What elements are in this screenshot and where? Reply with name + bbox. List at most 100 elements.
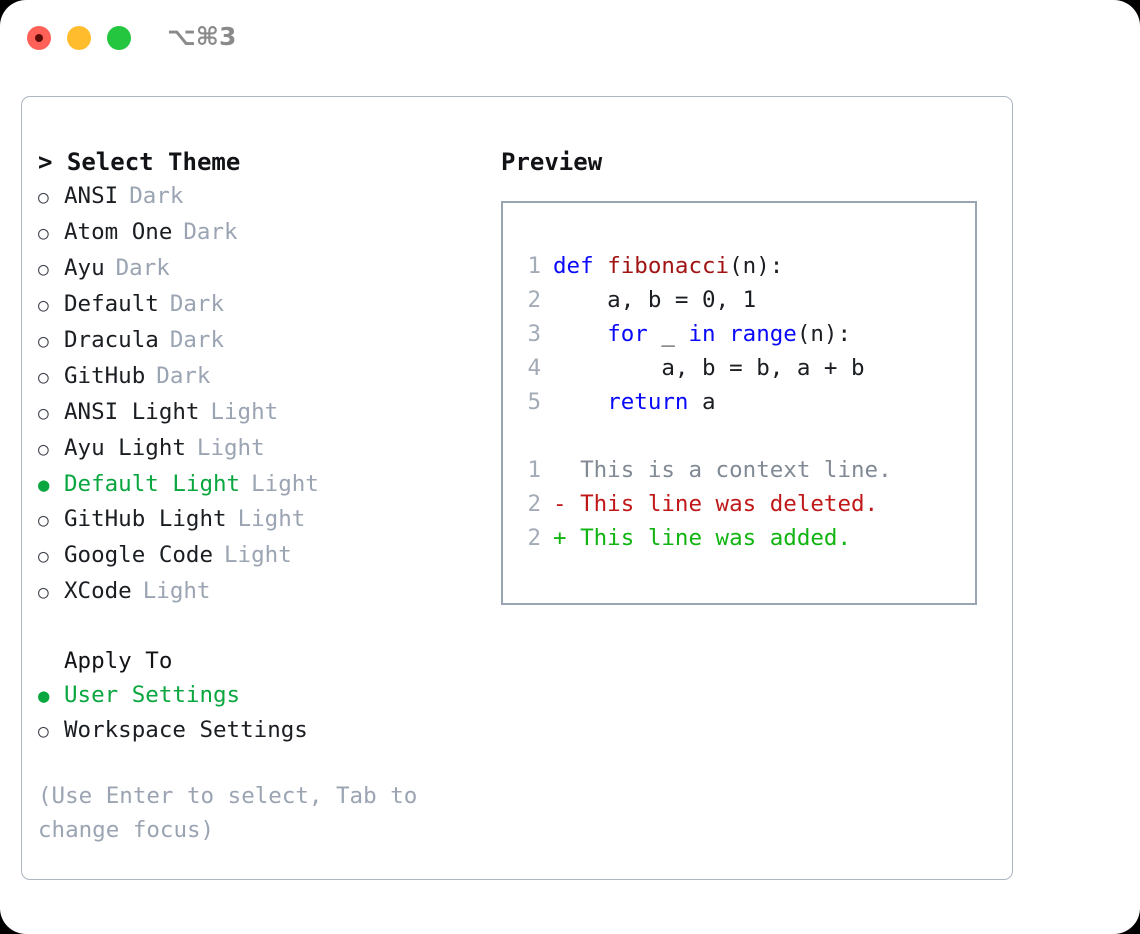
radio-unselected-icon: ○ xyxy=(38,582,49,603)
option-variant-badge: Light xyxy=(237,506,306,532)
option-label: Default xyxy=(64,291,159,317)
line-number: 1 xyxy=(527,457,541,483)
option-variant-badge: Light xyxy=(224,542,292,568)
code-line: 1 def fibonacci(n): xyxy=(519,249,892,283)
code-token: a xyxy=(688,389,716,415)
code-token: a, b = b, a + b xyxy=(553,355,865,381)
line-number: 2 xyxy=(527,287,541,313)
diff-text: This is a context line. xyxy=(553,457,892,483)
radio-unselected-icon: ○ xyxy=(38,187,49,208)
radio-unselected-icon: ○ xyxy=(38,439,49,460)
radio-unselected-icon: ○ xyxy=(38,721,49,742)
diff-block: 1 This is a context line. 2 - This line wa… xyxy=(519,453,892,555)
radio-unselected-icon: ○ xyxy=(38,546,49,567)
option-row[interactable]: ○ XCode Light xyxy=(38,574,488,610)
line-number: 4 xyxy=(527,355,541,381)
option-label: ANSI xyxy=(64,183,119,209)
option-label: User Settings xyxy=(64,682,241,708)
option-row[interactable]: ○ Workspace Settings xyxy=(38,713,488,749)
option-variant-badge: Dark xyxy=(129,183,184,209)
code-token: for xyxy=(607,321,648,347)
diff-line: 2 + This line was added. xyxy=(519,521,892,555)
option-label: Default Light xyxy=(64,471,241,497)
title-bar: ⌥⌘3 xyxy=(0,0,1140,78)
radio-unselected-icon: ○ xyxy=(38,403,49,424)
option-variant-badge: Light xyxy=(196,435,265,461)
option-label: Ayu Light xyxy=(64,435,186,461)
page-title: > Select Theme xyxy=(38,148,241,176)
code-line: 3 for _ in range(n): xyxy=(519,317,892,351)
radio-selected-icon: ● xyxy=(38,685,50,707)
radio-unselected-icon: ○ xyxy=(38,367,49,388)
option-label: Ayu xyxy=(64,255,105,281)
code-token: (n): xyxy=(729,253,784,279)
option-variant-badge: Dark xyxy=(183,219,238,245)
option-variant-badge: Light xyxy=(251,471,319,497)
option-row[interactable]: ● Default Light Light xyxy=(38,467,488,502)
code-token: a, b = 0, 1 xyxy=(553,287,757,313)
code-line: 5 return a xyxy=(519,385,892,419)
diff-text: + This line was added. xyxy=(553,525,852,551)
code-token: def xyxy=(553,253,608,279)
option-label: Atom One xyxy=(64,219,173,245)
option-row[interactable]: ○ GitHub Light Light xyxy=(38,502,488,538)
code-token: fibonacci xyxy=(607,253,730,279)
apply-to-heading: Apply To xyxy=(64,648,173,674)
option-label: ANSI Light xyxy=(64,399,200,425)
option-variant-badge: Dark xyxy=(115,255,170,281)
line-number: 5 xyxy=(527,389,541,415)
line-number: 2 xyxy=(527,491,541,517)
code-token xyxy=(553,389,607,415)
line-number: 2 xyxy=(527,525,541,551)
option-row[interactable]: ○ ANSI Light Light xyxy=(38,395,488,431)
line-number: 1 xyxy=(527,253,541,279)
keyboard-shortcut-label: ⌥⌘3 xyxy=(167,22,237,51)
option-row[interactable]: ○ Ayu Light Light xyxy=(38,431,488,467)
radio-unselected-icon: ○ xyxy=(38,510,49,531)
option-variant-badge: Light xyxy=(142,578,211,604)
radio-unselected-icon: ○ xyxy=(38,223,49,244)
code-token: in xyxy=(688,321,716,347)
code-line: 4 a, b = b, a + b xyxy=(519,351,892,385)
option-label: Dracula xyxy=(64,327,159,353)
close-button[interactable] xyxy=(27,26,51,50)
option-row[interactable]: ○ Dracula Dark xyxy=(38,323,488,359)
radio-selected-icon: ● xyxy=(38,474,50,496)
option-row[interactable]: ● User Settings xyxy=(38,678,488,713)
diff-line: 1 This is a context line. xyxy=(519,453,892,487)
radio-unselected-icon: ○ xyxy=(38,295,49,316)
line-number: 3 xyxy=(527,321,541,347)
keyboard-hint-text: (Use Enter to select, Tab to change focu… xyxy=(38,783,418,843)
radio-unselected-icon: ○ xyxy=(38,331,49,352)
apply-to-option-list[interactable]: ● User Settings ○ Workspace Settings xyxy=(38,678,488,749)
option-label: XCode xyxy=(64,578,132,604)
code-token xyxy=(716,321,730,347)
code-token: (n): xyxy=(796,321,852,347)
option-row[interactable]: ○ Atom One Dark xyxy=(38,215,488,251)
traffic-lights xyxy=(27,26,131,50)
maximize-button[interactable] xyxy=(107,26,131,50)
diff-line: 2 - This line was deleted. xyxy=(519,487,892,521)
code-token: range xyxy=(729,321,797,347)
option-row[interactable]: ○ Default Dark xyxy=(38,287,488,323)
option-label: GitHub Light xyxy=(64,506,227,532)
option-variant-badge: Light xyxy=(210,399,279,425)
option-variant-badge: Dark xyxy=(169,291,225,317)
option-label: Workspace Settings xyxy=(64,717,308,743)
option-variant-badge: Dark xyxy=(169,327,225,353)
code-token: return xyxy=(607,389,689,415)
code-token xyxy=(553,321,607,347)
option-variant-badge: Dark xyxy=(156,363,211,389)
minimize-button[interactable] xyxy=(67,26,91,50)
option-row[interactable]: ○ ANSI Dark xyxy=(38,179,488,215)
diff-text: - This line was deleted. xyxy=(553,491,879,517)
